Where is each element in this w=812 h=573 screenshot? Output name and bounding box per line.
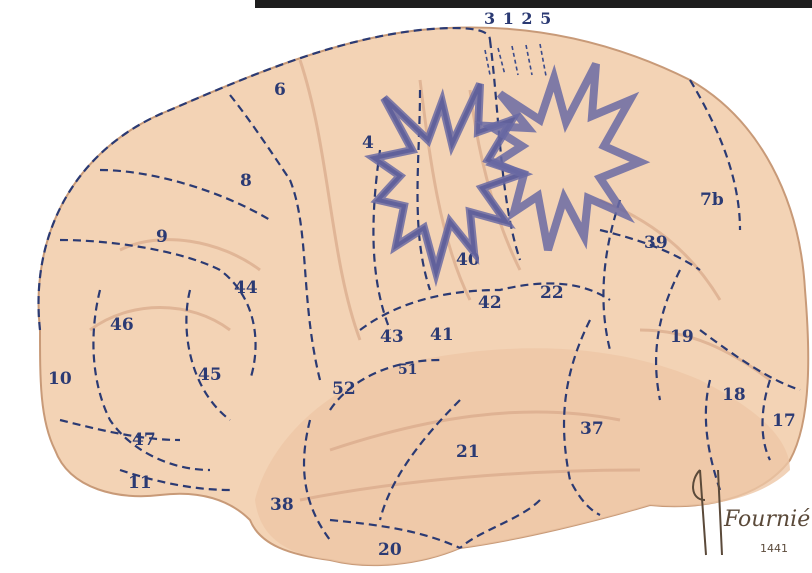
area-label-19: 19 (670, 327, 694, 347)
area-label-43: 43 (380, 327, 404, 347)
area-label-45: 45 (198, 365, 222, 385)
area-label-17: 17 (772, 411, 796, 431)
top-area-label: 3 1 2 5 (484, 9, 552, 28)
area-label-9: 9 (156, 227, 168, 247)
area-label-6: 6 (274, 80, 286, 100)
area-label-46: 46 (110, 315, 134, 335)
signature-text: Fournié (723, 507, 810, 532)
area-label-20: 20 (378, 540, 402, 560)
area-label-18: 18 (722, 385, 746, 405)
area-label-21: 21 (456, 442, 480, 462)
area-label-41: 41 (430, 325, 454, 345)
area-label-38: 38 (270, 495, 294, 515)
area-label-42: 42 (478, 293, 502, 313)
area-label-52: 52 (332, 379, 356, 399)
area-label-51: 51 (398, 362, 417, 378)
area-label-7b: 7b (700, 190, 724, 210)
area-label-10: 10 (48, 369, 72, 389)
area-label-37: 37 (580, 419, 604, 439)
area-label-39: 39 (644, 233, 668, 253)
area-label-44: 44 (234, 278, 258, 298)
area-label-8: 8 (240, 171, 252, 191)
area-label-11: 11 (128, 473, 152, 493)
top-dark-strip (255, 0, 812, 8)
signature-number: 1441 (760, 542, 788, 555)
area-label-4: 4 (362, 133, 374, 153)
area-label-22: 22 (540, 283, 564, 303)
area-label-47: 47 (132, 430, 156, 450)
